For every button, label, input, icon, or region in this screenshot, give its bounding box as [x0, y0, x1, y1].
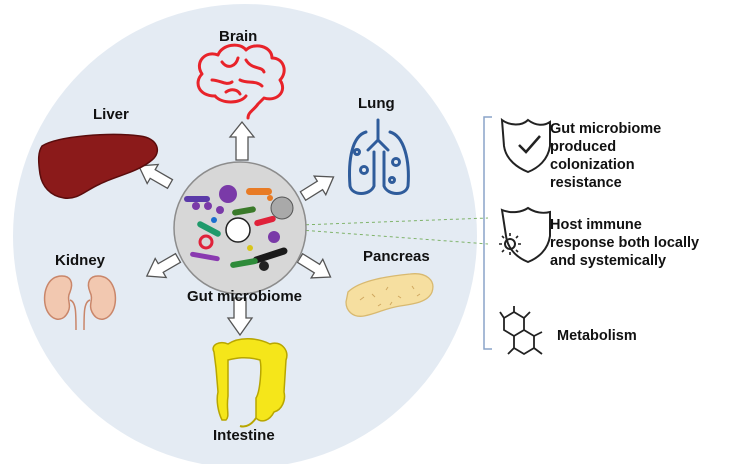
function-label-immune: Host immune response both locally and sy… [550, 217, 700, 269]
label-brain: Brain [219, 28, 258, 45]
pancreas-icon [345, 273, 434, 317]
label-lung: Lung [358, 95, 395, 112]
brain-icon [196, 43, 286, 120]
molecule-icon [499, 306, 543, 356]
liver-icon [37, 133, 159, 199]
label-pancreas: Pancreas [363, 248, 430, 265]
shield-check-icon [500, 117, 551, 174]
arrows [137, 120, 335, 337]
label-gut-microbiome: Gut microbiome [187, 288, 303, 305]
dashed-connectors [299, 217, 489, 245]
microbiome-icon [173, 161, 307, 295]
arrow-down [226, 297, 254, 337]
function-label-metabolism: Metabolism [557, 328, 637, 344]
lung-icon [348, 118, 410, 195]
arrow-liver [137, 163, 174, 190]
function-label-colonization: Gut microbiome produced colonization res… [550, 121, 662, 191]
shield-virus-icon [499, 206, 551, 264]
arrow-kidney [145, 252, 182, 279]
arrow-pancreas [296, 252, 332, 279]
label-liver: Liver [93, 106, 129, 123]
label-intestine: Intestine [213, 427, 275, 444]
arrow-lung [299, 175, 335, 202]
label-kidney: Kidney [55, 252, 106, 269]
intestine-icon [212, 338, 288, 428]
arrow-up [228, 120, 256, 161]
bracket [483, 116, 492, 350]
kidney-icon [43, 275, 117, 331]
